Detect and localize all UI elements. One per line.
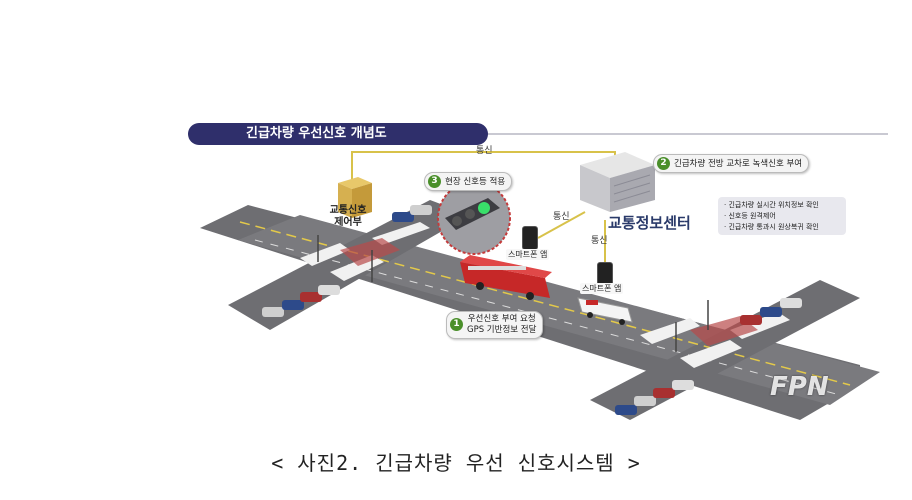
center-info-item-2: · 신호등 원격제어 [724,212,776,220]
step-3-text: 현장 신호등 적용 [445,177,506,187]
comm-label-top: 통신 [476,146,493,156]
step-1-number: 1 [450,318,463,331]
crosswalk-left-a [300,243,350,266]
step-1-text-line1: 우선신호 부여 요청 [467,314,536,324]
center-info-box: · 긴급차량 실시간 위치정보 확인 · 신호등 원격제어 · 긴급차량 통과시… [718,197,846,235]
diagram-title: 긴급차량 우선신호 개념도 [188,123,488,145]
comm-label-left: 통신 [553,212,570,222]
smartphone-app-label-2: 스마트폰 앱 [580,283,624,294]
comm-line-phone [537,211,586,239]
crosswalk-right-c [680,340,742,368]
smartphone-icon-1 [522,226,538,250]
smartphone-app-label-1: 스마트폰 앱 [506,249,550,260]
step-2-text: 긴급차량 전방 교차로 녹색신호 부여 [674,159,803,169]
parked-cars-right [615,298,802,415]
intersection-box-left [340,238,400,266]
signal-poles [317,235,709,352]
crosswalk-right-a [640,318,700,344]
center-info-item-1: · 긴급차량 실시간 위치정보 확인 [724,201,819,209]
title-underline [188,133,888,135]
step-3-number: 3 [428,175,441,188]
step-3-badge: 3 현장 신호등 적용 [424,172,513,191]
ambulance [577,297,633,325]
info-center-label: 교통정보센터 [608,214,691,232]
step-1-text-line2: GPS 기반정보 전달 [467,325,537,335]
fpn-watermark: FPN [770,372,829,402]
control-cabinet [338,177,372,218]
crosswalk-left-c [330,255,384,281]
comm-label-down: 통신 [591,236,608,246]
signal-magnifier [437,181,511,255]
control-unit-label: 교통신호 제어부 [329,205,367,228]
crosswalk-left-b [372,222,430,245]
step-2-badge: 2 긴급차량 전방 교차로 녹색신호 부여 [653,154,810,173]
figure-caption: < 사진2. 긴급차량 우선 신호시스템 > [271,451,641,475]
info-center-building [580,152,655,212]
fire-truck [460,255,552,300]
step-2-number: 2 [657,157,670,170]
center-info-item-3: · 긴급차량 통과시 원상복귀 확인 [724,223,819,231]
parked-cars-left [262,205,432,317]
